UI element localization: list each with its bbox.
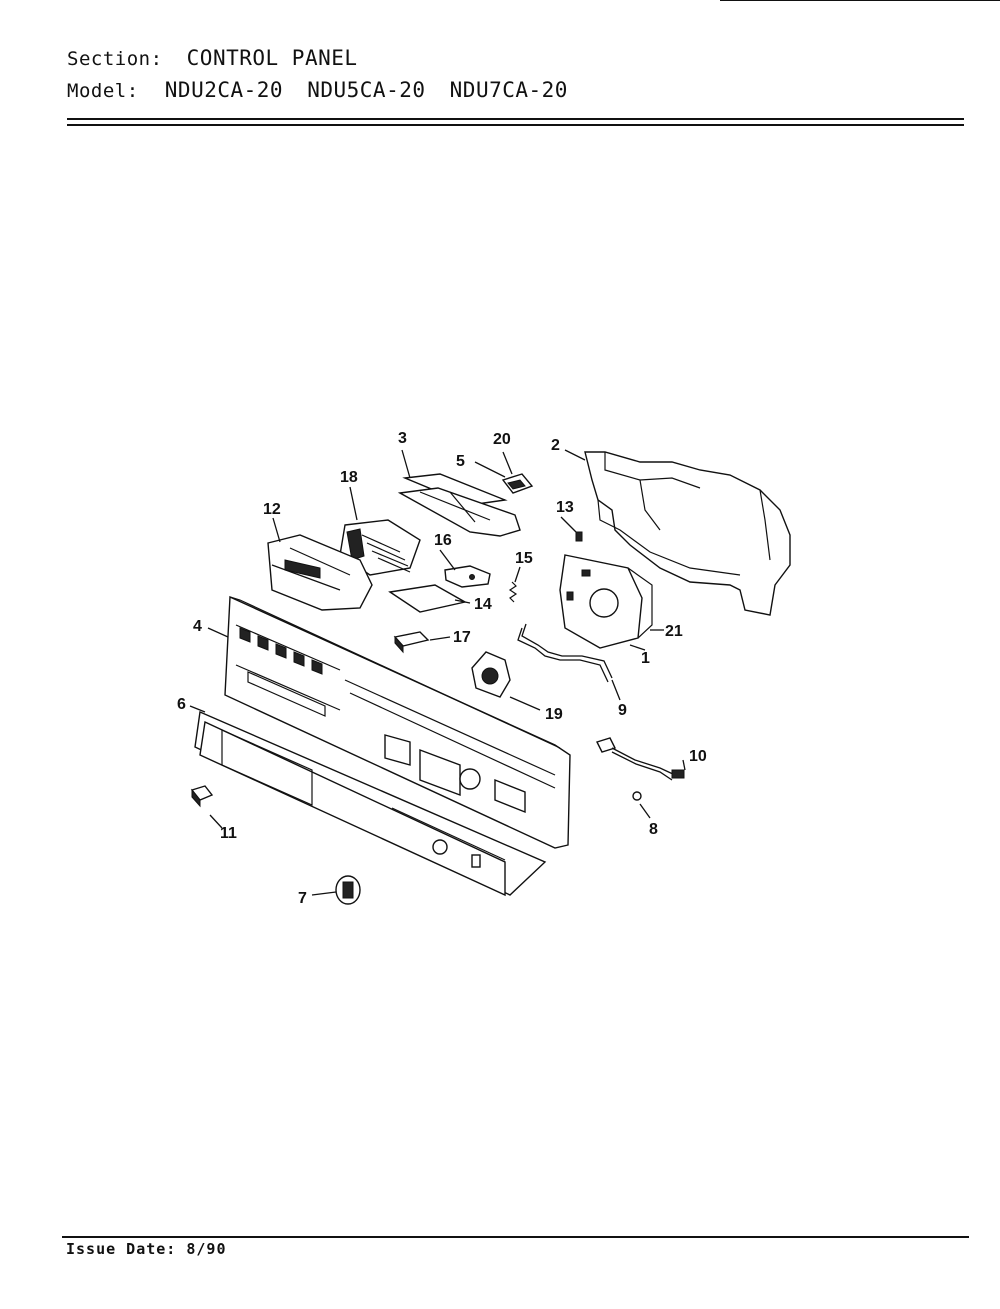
callout-20: 20: [493, 431, 511, 448]
callout-2: 2: [551, 437, 560, 454]
callout-11: 11: [220, 825, 237, 842]
part-3-template: [397, 473, 521, 537]
callout-labels: 1 2 3 4 5 6 7 8 9 10 11 12 13 14 15 16 1…: [177, 430, 707, 907]
model-2: NDU5CA-20: [307, 78, 426, 102]
model-1: NDU2CA-20: [164, 78, 284, 102]
callout-19: 19: [545, 706, 563, 723]
section-value: CONTROL PANEL: [186, 46, 358, 70]
issue-date: Issue Date: 8/90: [66, 1240, 227, 1258]
callout-18: 18: [340, 469, 358, 486]
section-label: Section:: [67, 48, 163, 70]
callout-15: 15: [515, 550, 533, 567]
callout-16: 16: [434, 532, 452, 549]
model-heading: Model: NDU2CA-20 NDU5CA-20 NDU7CA-20: [67, 78, 568, 102]
part-6-panel: [194, 710, 547, 897]
part-7-knob: [335, 875, 361, 905]
model-3: NDU7CA-20: [449, 78, 568, 102]
callout-14: 14: [474, 596, 492, 613]
callout-21: 21: [665, 623, 683, 640]
part-11-button: [190, 785, 214, 808]
callout-1: 1: [641, 650, 650, 667]
callout-8: 8: [649, 821, 658, 838]
callout-5: 5: [456, 453, 465, 470]
part-21-timer: [559, 554, 653, 649]
footer-rule: [62, 1236, 969, 1238]
part-17-clip: [393, 631, 430, 654]
part-2-housing: [584, 451, 791, 616]
model-label: Model:: [67, 80, 139, 102]
leader-lines: [189, 449, 686, 896]
callout-3: 3: [398, 430, 407, 447]
header-rule-bottom: [67, 124, 964, 126]
part-10-harness: [596, 737, 685, 781]
callout-17: 17: [453, 629, 471, 646]
part-13-pin: [575, 531, 583, 542]
callout-12: 12: [263, 501, 281, 518]
part-14-shield: [388, 584, 467, 613]
section-heading: Section: CONTROL PANEL: [67, 46, 358, 70]
callout-7: 7: [298, 890, 307, 907]
header-rule-top: [67, 118, 964, 120]
part-8-cap: [632, 791, 642, 801]
part-15-spring: [508, 581, 518, 603]
callout-6: 6: [177, 696, 186, 713]
part-12-bracket: [267, 534, 373, 611]
part-4-console: [224, 595, 571, 849]
part-16-switch: [444, 565, 491, 588]
callout-13: 13: [556, 499, 574, 516]
callout-4: 4: [193, 618, 202, 635]
part-20-connector: [501, 473, 534, 494]
callout-10: 10: [689, 748, 707, 765]
callout-9: 9: [618, 702, 627, 719]
part-5-screw: [474, 461, 506, 478]
top-corner-rule: [720, 0, 1000, 1]
part-19-relay: [471, 651, 511, 698]
part-9-cable: [517, 623, 613, 683]
